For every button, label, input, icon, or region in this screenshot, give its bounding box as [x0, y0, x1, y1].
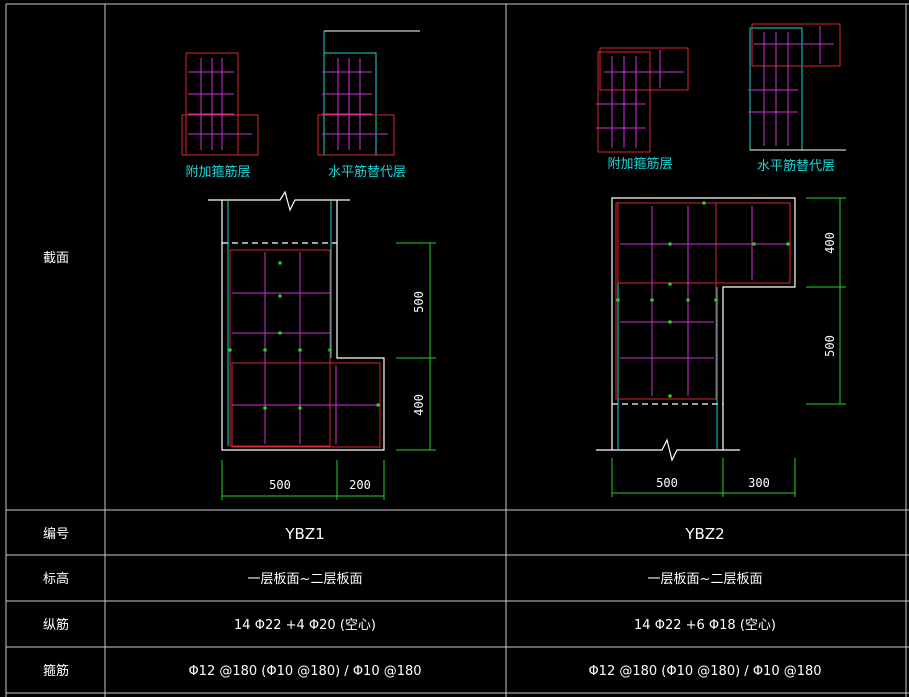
- col2-stirrup: Φ12 @180 (Φ10 @180) / Φ10 @180: [588, 664, 821, 679]
- ybz1-dim-bottom-b: 200: [349, 478, 371, 492]
- ybz2-dimensions: [611, 197, 846, 497]
- ybz1-stirrups: [229, 249, 381, 448]
- ybz2-dim-bottom-b: 300: [748, 476, 770, 490]
- row-label-elevation: 标高: [43, 571, 69, 587]
- ybz2-dim-bottom-a: 500: [656, 476, 678, 490]
- ybz1-dim-side-b: 400: [412, 394, 426, 416]
- ybz1-legend-a-label: 附加箍筋层: [185, 164, 250, 180]
- ybz2-rebars: [616, 201, 790, 398]
- row-label-longitudinal: 纵筋: [43, 617, 69, 633]
- ybz2-legend-b-label: 水平筋替代层: [757, 158, 835, 174]
- row-label-id: 编号: [43, 527, 69, 542]
- ybz1-legend-b-label: 水平筋替代层: [328, 164, 406, 180]
- ybz1-dim-bottom-a: 500: [269, 478, 291, 492]
- ybz2-legend-horizontal-substitute: 水平筋替代层: [748, 23, 846, 174]
- ybz2-ties: [620, 206, 788, 396]
- ybz1-legend-additional-stirrup: 附加箍筋层: [181, 52, 259, 180]
- row-label-section: 截面: [43, 251, 69, 266]
- ybz1-legend-horizontal-substitute: 水平筋替代层: [317, 30, 420, 180]
- ybz2-dim-side-a: 400: [823, 232, 837, 254]
- col2-longitudinal: 14 Φ22 +6 Φ18 (空心): [634, 618, 776, 633]
- ybz1-rebars: [228, 261, 380, 410]
- table-grid: [5, 3, 909, 697]
- col1-longitudinal: 14 Φ22 +4 Φ20 (空心): [234, 618, 376, 633]
- ybz1-dim-side-a: 500: [412, 291, 426, 313]
- ybz1-concrete-outline: [208, 190, 385, 451]
- ybz1-section: 附加箍筋层 水平筋替代层: [181, 30, 436, 500]
- col1-elevation: 一层板面~二层板面: [248, 572, 363, 587]
- ybz2-concrete-outline: [596, 197, 796, 462]
- ybz1-dimensions: [221, 242, 436, 500]
- row-label-stirrup: 箍筋: [43, 663, 69, 679]
- ybz1-ties: [232, 252, 380, 444]
- ybz2-dim-side-b: 500: [823, 335, 837, 357]
- ybz2-legend-a-label: 附加箍筋层: [607, 156, 672, 172]
- ybz2-stirrups: [615, 202, 791, 400]
- col2-elevation: 一层板面~二层板面: [648, 572, 763, 587]
- col2-id: YBZ2: [684, 525, 724, 543]
- col1-id: YBZ1: [284, 525, 324, 543]
- col1-stirrup: Φ12 @180 (Φ10 @180) / Φ10 @180: [188, 664, 421, 679]
- ybz2-legend-additional-stirrup: 附加箍筋层: [596, 47, 689, 172]
- ybz2-section: 附加箍筋层 水平筋替代层: [596, 23, 846, 497]
